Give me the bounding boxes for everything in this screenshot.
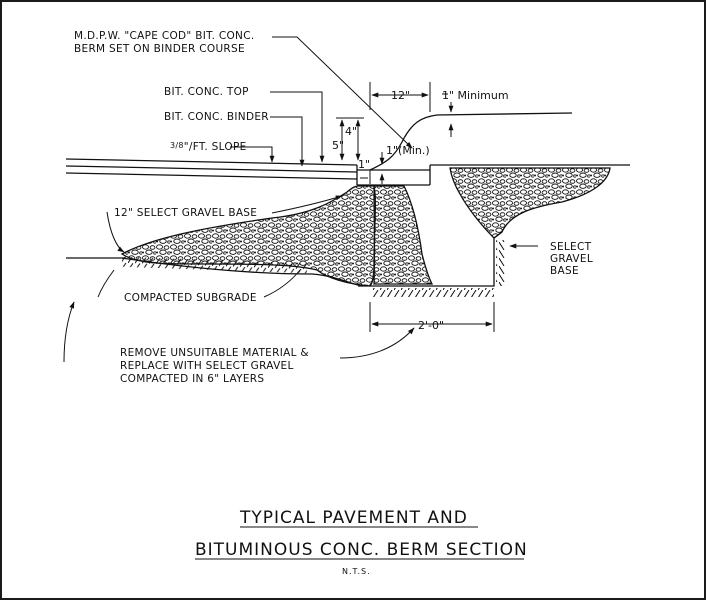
berm-note-line1: M.D.P.W. "CAPE COD" BIT. CONC.	[74, 30, 254, 42]
dim-one-min: 1"(Min.)	[386, 144, 430, 157]
gravel-berm-core	[373, 185, 434, 285]
label-select-line1: SELECT	[550, 241, 592, 253]
dim-berm-width: 12"	[391, 89, 410, 102]
note-remove-line3: COMPACTED IN 6" LAYERS	[120, 373, 264, 385]
label-select-line3: BASE	[550, 265, 579, 277]
note-remove-line1: REMOVE UNSUITABLE MATERIAL &	[120, 347, 309, 359]
title-line2: BITUMINOUS CONC. BERM SECTION	[195, 540, 528, 560]
dimension-lines	[336, 82, 495, 332]
label-slope: 3/8"/FT. SLOPE	[170, 141, 247, 153]
label-bit-conc-top: BIT. CONC. TOP	[164, 86, 249, 98]
dim-two-feet: 2'-0"	[418, 319, 444, 332]
label-compacted-subgrade: COMPACTED SUBGRADE	[124, 292, 257, 304]
title-line1: TYPICAL PAVEMENT AND	[239, 508, 468, 528]
label-bit-conc-binder: BIT. CONC. BINDER	[164, 111, 269, 123]
label-gravel-base: 12" SELECT GRAVEL BASE	[114, 207, 257, 219]
slope-text: "/FT. SLOPE	[184, 141, 247, 153]
leader-lines	[63, 36, 538, 363]
dim-minimum: 1" Minimum	[442, 89, 509, 102]
dim-five: 5"	[332, 139, 344, 152]
slope-fraction: 3/8	[170, 141, 184, 150]
dim-one: 1"	[358, 158, 370, 171]
berm-note-line2: BERM SET ON BINDER COURSE	[74, 43, 245, 55]
dim-four: 4"	[345, 125, 357, 138]
label-select-line2: GRAVEL	[550, 253, 593, 265]
note-remove-line2: REPLACE WITH SELECT GRAVEL	[120, 360, 294, 372]
excavation-outline	[66, 231, 506, 297]
pavement-layers	[65, 158, 630, 186]
gravel-right-shoulder	[449, 167, 611, 239]
scale-note: N.T.S.	[342, 567, 371, 576]
